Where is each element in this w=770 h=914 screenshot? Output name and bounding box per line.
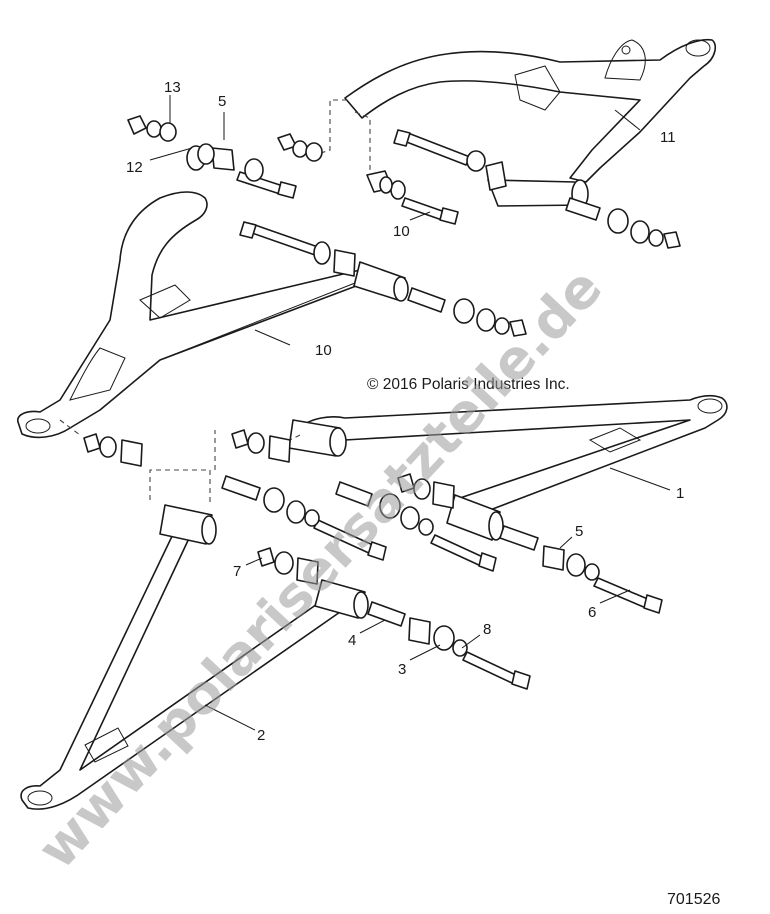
callout-13: 10	[393, 223, 410, 240]
callout-5-upper: 5	[218, 93, 226, 110]
callout-11: 12	[126, 159, 143, 176]
hardware-upper-left	[313, 241, 527, 337]
callout-1: 1	[676, 485, 684, 502]
bolt-part-6	[593, 577, 663, 614]
callout-7: 7	[233, 563, 241, 580]
hardware-lower-left-arm	[257, 547, 468, 657]
hardware-lower-right	[499, 525, 600, 581]
callout-9: 11	[660, 129, 676, 146]
figure-number: 701526	[667, 891, 720, 908]
hardware-lower-center	[221, 473, 455, 536]
bolt-part-3-group	[462, 651, 531, 690]
sleeve-part-1b	[446, 494, 504, 541]
sleeve-part-2b	[314, 579, 369, 619]
upper-right-a-arm	[344, 38, 717, 183]
copyright-notice: © 2016 Polaris Industries Inc.	[367, 376, 570, 393]
bolt-upper-left	[239, 221, 319, 256]
callout-8: 8	[483, 621, 491, 638]
sleeve-part-1a	[288, 419, 347, 457]
bolt-upper-right	[393, 129, 471, 166]
hardware-upper-center	[127, 115, 323, 182]
sleeve-part-10	[353, 261, 409, 302]
callout-10: 10	[315, 342, 332, 359]
snap-rings	[197, 143, 393, 194]
callout-2: 2	[257, 727, 265, 744]
callout-12: 13	[164, 79, 181, 96]
callout-6: 6	[588, 604, 596, 621]
sleeve-part-2a	[159, 504, 217, 545]
upper-left-a-arm	[17, 191, 373, 439]
bolt-part-13	[401, 197, 459, 225]
callout-4: 4	[348, 632, 356, 649]
lower-left-a-arm	[20, 529, 341, 810]
hardware-upper-right	[366, 150, 681, 249]
callout-3: 3	[398, 661, 406, 678]
bolt-lower-right-mid	[430, 534, 497, 572]
callout-5-lower: 5	[575, 523, 583, 540]
callout-leaders	[149, 95, 671, 731]
hardware-lower-left	[83, 429, 291, 467]
